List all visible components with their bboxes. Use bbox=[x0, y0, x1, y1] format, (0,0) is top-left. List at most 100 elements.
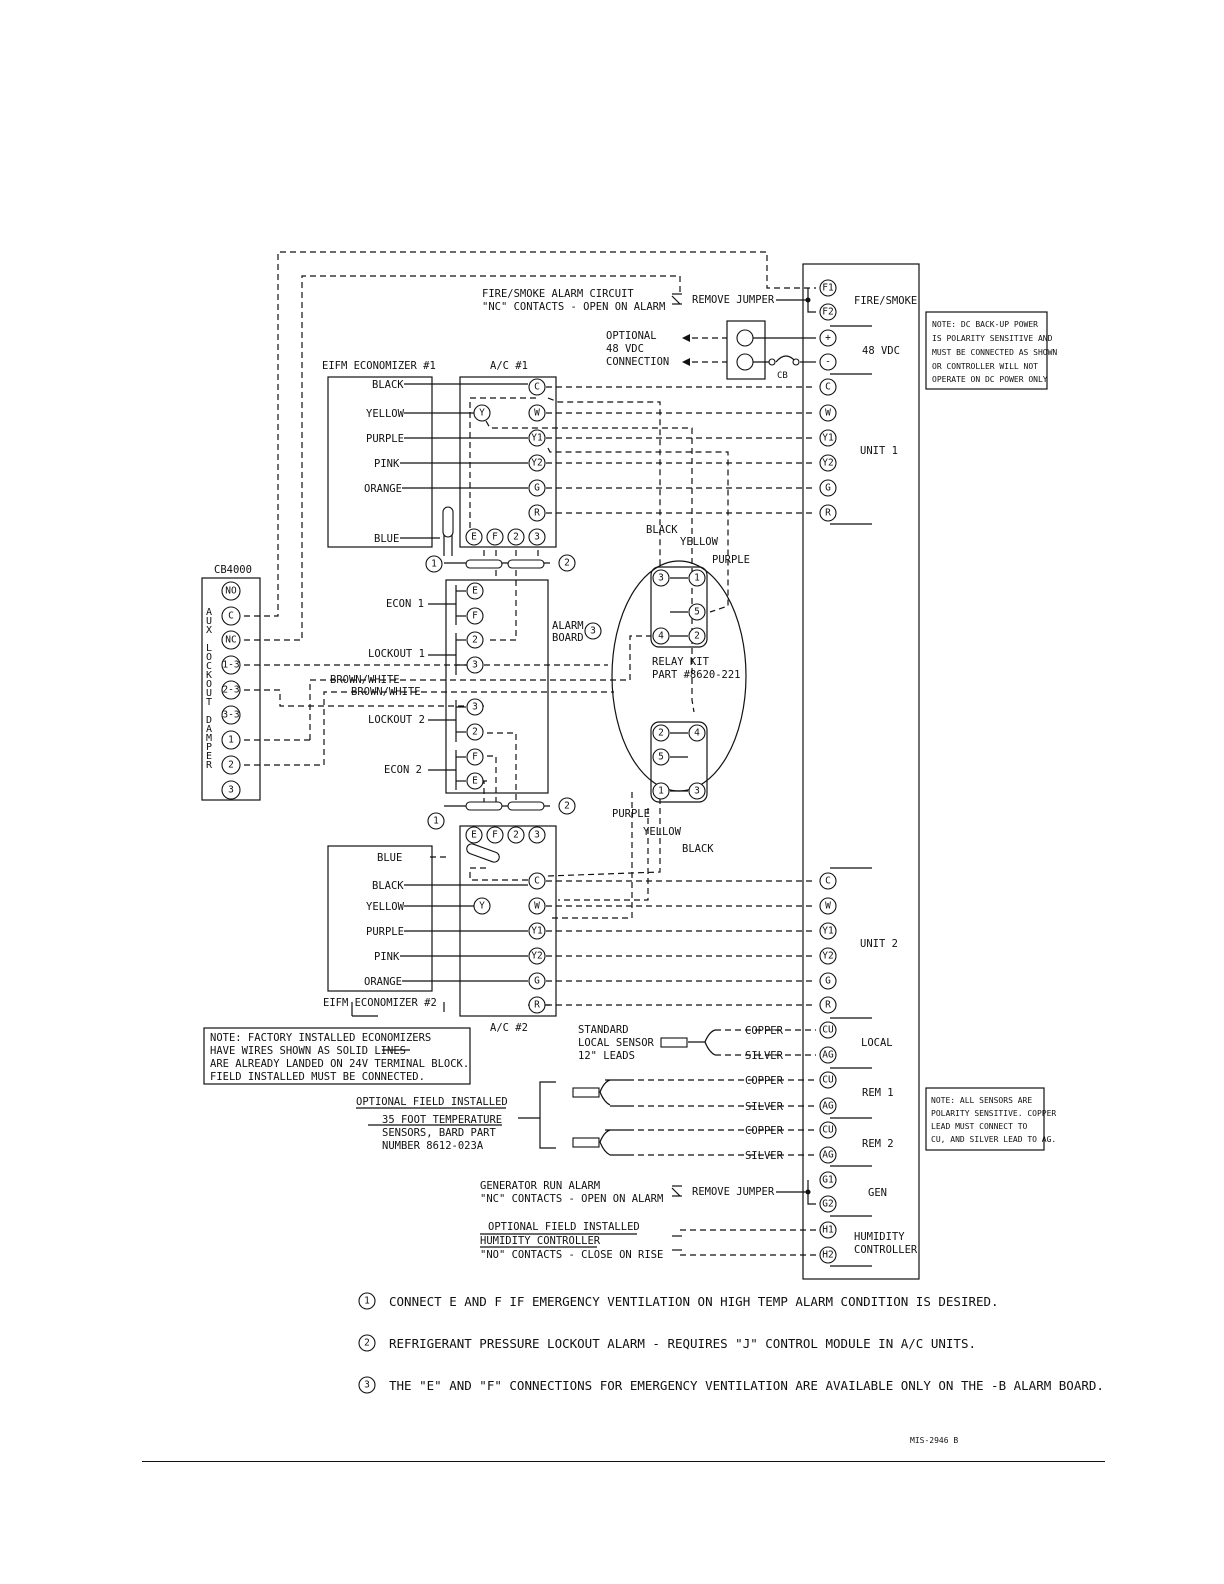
note-line: IS POLARITY SENSITIVE AND bbox=[932, 334, 1053, 343]
footnote-text: REFRIGERANT PRESSURE LOCKOUT ALARM - REQ… bbox=[389, 1336, 976, 1351]
local-terminal-cu bbox=[819, 1021, 837, 1039]
terminal-label: Y1 bbox=[822, 926, 834, 937]
remove-jumper-label: REMOVE JUMPER bbox=[692, 294, 775, 306]
humidity-terminal-h2 bbox=[819, 1246, 837, 1264]
controller-panel bbox=[802, 263, 920, 1280]
terminal-label: R bbox=[534, 1000, 540, 1011]
group-local: LOCAL bbox=[861, 1037, 893, 1049]
note-line: OPERATE ON DC POWER ONLY bbox=[932, 375, 1048, 384]
eifm1-box bbox=[327, 376, 433, 548]
ac1-board bbox=[459, 376, 557, 548]
dc-backup-note-box bbox=[925, 311, 1048, 390]
note-line: NOTE: DC BACK-UP POWER bbox=[932, 320, 1038, 329]
wire-blue-label: BLUE bbox=[374, 533, 399, 545]
note-line: MUST BE CONNECTED AS SHOWN bbox=[932, 348, 1057, 357]
sensors-label-l1: 35 FOOT TEMPERATURE bbox=[382, 1114, 502, 1126]
footnote-marker bbox=[358, 1376, 376, 1394]
jumper-connector bbox=[507, 801, 545, 811]
field-wiring bbox=[244, 251, 816, 1256]
note2-marker: 2 bbox=[564, 558, 570, 569]
terminal-label: C bbox=[825, 876, 831, 887]
terminal-label: W bbox=[825, 901, 831, 912]
relay-pin-label: 4 bbox=[658, 631, 664, 642]
jumper-link bbox=[466, 843, 500, 863]
wire-yellow-label: YELLOW bbox=[366, 901, 405, 913]
board-label: BOARD bbox=[552, 632, 584, 644]
sensors-label-l3: NUMBER 8612-023A bbox=[382, 1140, 484, 1152]
unit1-terminal-c bbox=[819, 378, 837, 396]
lockout1-label: LOCKOUT 1 bbox=[368, 648, 425, 660]
gen-terminal-g2 bbox=[819, 1195, 837, 1213]
rem1-terminal-ag bbox=[819, 1097, 837, 1115]
jumper-connector bbox=[465, 559, 503, 569]
relay-pin-label: 5 bbox=[658, 752, 664, 763]
terminal-label: Y1 bbox=[531, 433, 543, 444]
eifm2-box bbox=[327, 845, 433, 992]
wire-black-label: BLACK bbox=[646, 524, 678, 536]
f-terminal-label: F bbox=[492, 532, 498, 543]
terminal-f2 bbox=[819, 303, 837, 321]
terminal-label: 1-3 bbox=[222, 660, 239, 671]
terminal-label: Y1 bbox=[531, 926, 543, 937]
note-line: NOTE: FACTORY INSTALLED ECONOMIZERS bbox=[210, 1032, 431, 1044]
remote-sensor-icon bbox=[572, 1087, 600, 1098]
humidity-controller-label: HUMIDITY CONTROLLER bbox=[480, 1235, 601, 1247]
wire-purple-label: PURPLE bbox=[366, 433, 404, 445]
terminal-label: C bbox=[534, 382, 540, 393]
cb4000-terminals: NO C NC 1-3 2-3 3-3 1 2 3 bbox=[221, 581, 241, 800]
terminal-2-label: 2 bbox=[472, 727, 478, 738]
terminal-label: W bbox=[534, 901, 540, 912]
ac2-terminals: E F 2 3 C W Y1 Y2 G R Y bbox=[465, 826, 546, 1014]
relay-kit-label: RELAY KIT bbox=[652, 656, 710, 668]
alarm-board-terminals: E F 2 3 3 2 F E 3 1 2 2 1 bbox=[425, 554, 602, 830]
jumper-link bbox=[442, 506, 454, 538]
wire-yellow-label: YELLOW bbox=[643, 826, 682, 838]
dc-connector-pin bbox=[736, 353, 754, 371]
terminal-label: 2 bbox=[228, 760, 234, 771]
ac2-board bbox=[459, 825, 557, 1017]
arrow-icon bbox=[682, 358, 690, 366]
connection-label: CONNECTION bbox=[606, 356, 669, 368]
terminal-label: C bbox=[534, 876, 540, 887]
breaker-contact bbox=[768, 358, 776, 366]
wire-orange-label: ORANGE bbox=[364, 976, 402, 988]
unit1-terminal-g bbox=[819, 479, 837, 497]
rem2-terminal-cu bbox=[819, 1121, 837, 1139]
wire-pink-label: PINK bbox=[374, 458, 400, 470]
local-sensor-label: LOCAL SENSOR bbox=[578, 1037, 655, 1049]
terminal-minus-label: - bbox=[825, 357, 831, 368]
aux-lockout-damper-label: AUX LOCKOUT DAMPER bbox=[204, 607, 215, 769]
terminal-label: Y1 bbox=[822, 433, 834, 444]
terminal-plus-label: + bbox=[825, 333, 831, 344]
relay-pin-label: 3 bbox=[658, 573, 664, 584]
factory-wiring bbox=[351, 288, 816, 1251]
footnote-marker bbox=[358, 1334, 376, 1352]
group-gen: GEN bbox=[868, 1187, 887, 1199]
terminal-label: NC bbox=[225, 635, 236, 646]
relay-terminals: 3 1 5 4 2 2 4 5 1 3 bbox=[652, 569, 706, 800]
relay-part-label: PART #8620-221 bbox=[652, 669, 741, 681]
terminal-label: G bbox=[534, 976, 540, 987]
terminal-label: G1 bbox=[822, 1175, 834, 1186]
controller-dividers bbox=[830, 325, 872, 1267]
vdc48-label: 48 VDC bbox=[606, 343, 644, 355]
group-humidity: HUMIDITY bbox=[854, 1231, 905, 1243]
unit1-terminal-y1 bbox=[819, 429, 837, 447]
note1-marker: 1 bbox=[431, 559, 437, 570]
factory-note-box bbox=[203, 1027, 471, 1085]
terminal-3-label: 3 bbox=[472, 702, 478, 713]
terminal-minus bbox=[819, 353, 837, 371]
brown-white-label: BROWN/WHITE bbox=[330, 674, 400, 686]
terminal-plus bbox=[819, 329, 837, 347]
drawing-number: MIS-2946 B bbox=[910, 1436, 958, 1445]
wire-orange-label: ORANGE bbox=[364, 483, 402, 495]
y-terminal-label: Y bbox=[479, 901, 485, 912]
note-line: OR CONTROLLER WILL NOT bbox=[932, 362, 1038, 371]
unit1-terminal-y2 bbox=[819, 454, 837, 472]
note-line: CU, AND SILVER LEAD TO AG. bbox=[931, 1135, 1056, 1144]
optional-field-humidity-label: OPTIONAL FIELD INSTALLED bbox=[488, 1221, 640, 1233]
note-line: LEAD MUST CONNECT TO bbox=[931, 1122, 1028, 1131]
note-line: HAVE WIRES SHOWN AS SOLID LINES bbox=[210, 1045, 406, 1057]
terminal-3-label: 3 bbox=[534, 830, 540, 841]
relay1 bbox=[650, 566, 708, 648]
